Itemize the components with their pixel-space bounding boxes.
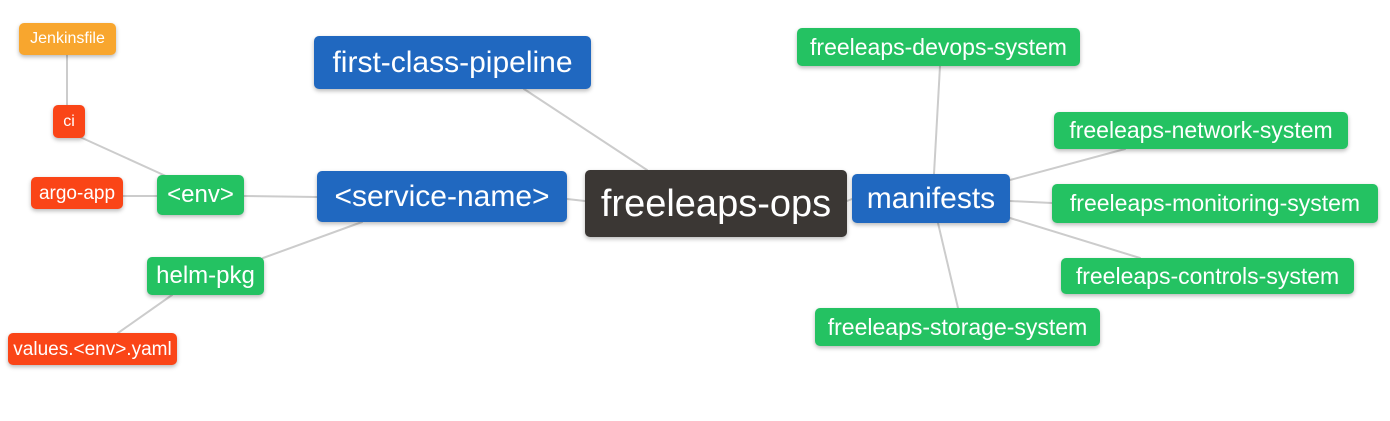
edge-manifests-monitoring xyxy=(1009,200,1053,204)
node-env[interactable]: <env> xyxy=(157,175,244,215)
node-freeleaps-controls-system[interactable]: freeleaps-controls-system xyxy=(1061,258,1354,294)
edge-manifests-network xyxy=(1009,148,1126,181)
node-values-env-yaml[interactable]: values.<env>.yaml xyxy=(8,333,177,365)
edge-manifests-controls xyxy=(1009,217,1141,259)
edge-ci-env xyxy=(79,136,169,178)
node-freeleaps-devops-system[interactable]: freeleaps-devops-system xyxy=(797,28,1080,66)
node-first-class-pipeline[interactable]: first-class-pipeline xyxy=(314,36,591,89)
node-freeleaps-ops-root[interactable]: freeleaps-ops xyxy=(585,170,847,237)
edge-ops-manifests xyxy=(846,198,853,202)
edge-env-service-name xyxy=(243,195,318,198)
node-freeleaps-network-system[interactable]: freeleaps-network-system xyxy=(1054,112,1348,149)
edge-service-name-helm-pkg xyxy=(262,221,363,259)
edge-first-class-pipeline-ops xyxy=(523,88,648,171)
node-jenkinsfile[interactable]: Jenkinsfile xyxy=(19,23,116,55)
edge-manifests-devops xyxy=(933,65,941,175)
node-freeleaps-monitoring-system[interactable]: freeleaps-monitoring-system xyxy=(1052,184,1378,223)
node-helm-pkg[interactable]: helm-pkg xyxy=(147,257,264,295)
node-manifests[interactable]: manifests xyxy=(852,174,1010,223)
edge-service-name-ops xyxy=(566,198,586,202)
node-service-name[interactable]: <service-name> xyxy=(317,171,567,222)
edge-manifests-storage xyxy=(937,222,959,309)
edge-helm-pkg-values xyxy=(117,294,173,334)
node-argo-app[interactable]: argo-app xyxy=(31,177,123,209)
node-freeleaps-storage-system[interactable]: freeleaps-storage-system xyxy=(815,308,1100,346)
node-ci[interactable]: ci xyxy=(53,105,85,138)
